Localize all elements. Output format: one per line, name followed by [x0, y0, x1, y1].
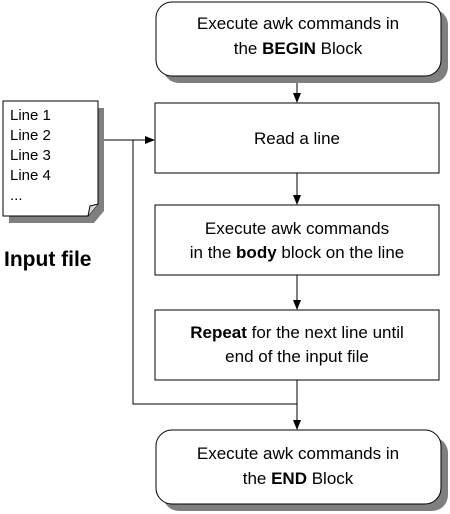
input-file-line: ... [10, 187, 23, 204]
begin-block-line2-pre: the [234, 39, 262, 58]
input-file-caption: Input file [4, 248, 92, 271]
input-file-line: Line 2 [10, 127, 51, 144]
body-block-line2-post: block on the line [277, 243, 405, 262]
read-line-block: Read a line [154, 102, 440, 174]
input-file-folded-corner [87, 203, 99, 217]
repeat-block-line2: end of the input file [225, 347, 369, 366]
begin-block-keyword: BEGIN [262, 39, 316, 58]
begin-block-line2-post: Block [316, 39, 363, 58]
end-block: Execute awk commands in the END Block [155, 429, 448, 511]
end-block-box [155, 429, 442, 505]
repeat-block-line1-post: for the next line until [247, 323, 404, 342]
input-file-document-icon: Line 1 Line 2 Line 3 Line 4 ... [2, 100, 104, 223]
input-file-line: Line 4 [10, 167, 51, 184]
repeat-block: Repeat for the next line until end of th… [154, 309, 440, 381]
begin-block-box [155, 1, 442, 77]
begin-block-line2: the BEGIN Block [234, 39, 363, 58]
end-block-line2: the END Block [243, 469, 354, 488]
repeat-block-box [154, 309, 440, 381]
body-block-line2: in the body block on the line [190, 243, 405, 262]
repeat-block-keyword: Repeat [190, 323, 247, 342]
end-block-line2-post: Block [307, 469, 354, 488]
end-block-line2-pre: the [243, 469, 271, 488]
input-file-line: Line 3 [10, 147, 51, 164]
end-block-line1: Execute awk commands in [197, 444, 399, 463]
body-block-line2-pre: in the [190, 243, 236, 262]
begin-block: Execute awk commands in the BEGIN Block [155, 1, 448, 83]
body-block: Execute awk commands in the body block o… [154, 204, 440, 276]
read-line-text: Read a line [254, 129, 340, 148]
body-block-line1: Execute awk commands [205, 219, 389, 238]
read-line-box [154, 102, 440, 174]
end-block-keyword: END [271, 469, 307, 488]
begin-block-line1: Execute awk commands in [197, 14, 399, 33]
loop-back-connector [132, 136, 297, 405]
body-block-box [154, 204, 440, 276]
body-block-keyword: body [236, 243, 277, 262]
repeat-block-line1: Repeat for the next line until [190, 323, 404, 342]
input-file-line: Line 1 [10, 107, 51, 124]
